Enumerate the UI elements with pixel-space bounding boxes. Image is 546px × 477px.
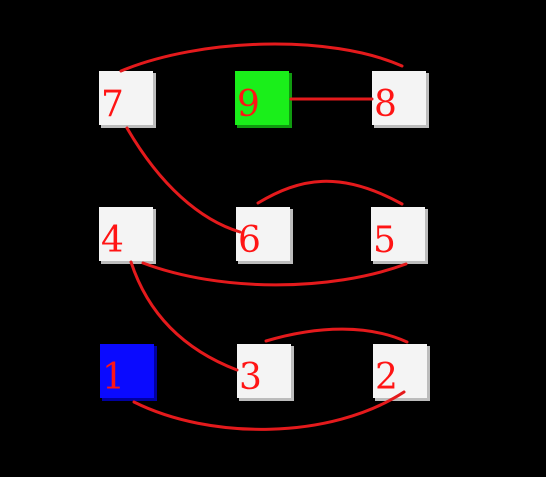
tile-side <box>153 73 156 127</box>
tile-side <box>102 398 157 401</box>
tile-7[interactable]: 7 <box>99 71 156 128</box>
tile-face <box>237 344 291 398</box>
tile-number: 2 <box>375 357 398 398</box>
link-7-8 <box>119 42 404 73</box>
tile-side <box>426 73 429 127</box>
tile-1[interactable]: 1 <box>100 344 157 401</box>
tile-number: 3 <box>239 357 262 398</box>
tile-face <box>372 71 426 125</box>
tile-5[interactable]: 5 <box>371 207 428 264</box>
tile-number: 4 <box>101 220 124 261</box>
tile-side <box>153 209 156 263</box>
tile-number: 8 <box>374 84 397 125</box>
tile-side <box>238 261 293 264</box>
tile-face <box>236 207 290 261</box>
tile-face <box>371 207 425 261</box>
tile-side <box>374 125 429 128</box>
tile-side <box>101 125 156 128</box>
tile-side <box>291 346 294 400</box>
link-6-5 <box>256 179 404 206</box>
tile-number: 6 <box>238 220 261 261</box>
tile-number: 7 <box>101 84 124 125</box>
tile-side <box>289 73 292 127</box>
link-4-5 <box>141 261 408 287</box>
tile-number: 1 <box>102 357 125 398</box>
tile-face <box>99 71 153 125</box>
link-3-2 <box>264 327 409 344</box>
tile-side <box>375 398 430 401</box>
tile-2[interactable]: 2 <box>373 344 430 401</box>
tile-side <box>101 261 156 264</box>
tile-number: 9 <box>237 84 260 125</box>
tile-face <box>235 71 289 125</box>
tile-3[interactable]: 3 <box>237 344 294 401</box>
tile-side <box>373 261 428 264</box>
tile-side <box>239 398 294 401</box>
tile-side <box>154 346 157 400</box>
tile-8[interactable]: 8 <box>372 71 429 128</box>
tile-side <box>290 209 293 263</box>
tile-number: 5 <box>373 220 396 261</box>
tile-9[interactable]: 9 <box>235 71 292 128</box>
tile-side <box>427 346 430 400</box>
tile-side <box>237 125 292 128</box>
tile-face <box>373 344 427 398</box>
tile-6[interactable]: 6 <box>236 207 293 264</box>
tile-side <box>425 209 428 263</box>
tile-4[interactable]: 4 <box>99 207 156 264</box>
